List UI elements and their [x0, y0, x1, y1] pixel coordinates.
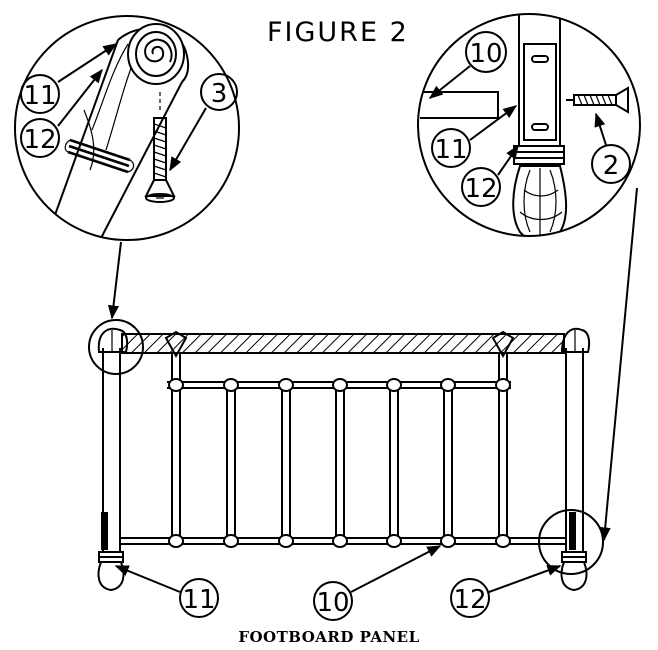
right-detail-view: 10 11 12 2: [417, 13, 641, 237]
left-callout-11: 11: [23, 81, 56, 111]
right-callout-2: 2: [603, 151, 620, 181]
figure-caption: FOOTBOARD PANEL: [238, 628, 419, 646]
left-callout-12-circle: [20, 118, 60, 158]
left-detail-circle: [14, 15, 240, 241]
right-corner-detail-marker: [538, 509, 604, 575]
left-corner-detail-marker: [88, 319, 144, 375]
left-callout-12: 12: [23, 125, 56, 155]
panel-callout-10-circle: [313, 581, 353, 621]
right-callout-11-circle: [431, 128, 471, 168]
panel-callout-11: 11: [182, 585, 215, 615]
right-callout-11: 11: [434, 135, 467, 165]
bottom-rail-knobs: [168, 534, 511, 548]
middle-rail-knobs: [168, 378, 511, 392]
left-detail-view: 11 12 3: [14, 15, 240, 241]
right-callout-2-circle: [591, 144, 631, 184]
left-callout-11-circle: [20, 74, 60, 114]
panel-callout-12-circle: [450, 578, 490, 618]
right-callout-10-circle: [465, 31, 507, 73]
spindles: [226, 388, 453, 538]
panel-callout-12: 12: [453, 585, 486, 615]
right-callout-12-circle: [461, 167, 501, 207]
right-callout-12: 12: [464, 174, 497, 204]
panel-callout-10: 10: [316, 588, 349, 618]
left-callout-3: 3: [211, 79, 228, 109]
right-callout-10: 10: [469, 39, 502, 69]
left-callout-3-circle: [200, 73, 238, 111]
figure-title: FIGURE 2: [267, 17, 409, 48]
panel-callout-11-circle: [179, 578, 219, 618]
footboard-panel: [88, 319, 604, 592]
top-rail: [121, 333, 565, 354]
panel-callouts: 11 10 12: [114, 545, 562, 621]
right-detail-circle: [417, 13, 641, 237]
